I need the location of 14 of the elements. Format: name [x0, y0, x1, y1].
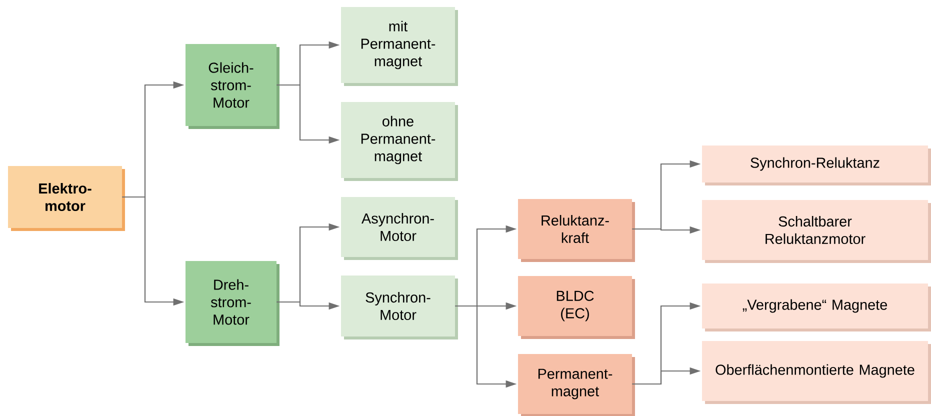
variant-box: Schaltbarer Reluktanzmotor [702, 200, 931, 263]
variant-box: Synchron-Reluktanz [702, 146, 931, 186]
variant-box: „Vergrabene“ Magnete [702, 284, 931, 332]
type-box: Asynchron- Motor [341, 197, 458, 260]
type-box: Synchron- Motor [341, 276, 458, 340]
category-box: Gleich- strom- Motor [186, 44, 280, 129]
type-box: mit Permanent- magnet [341, 7, 458, 86]
type-box: ohne Permanent- magnet [341, 102, 458, 181]
principle-box: Permanent- magnet [518, 354, 635, 416]
variant-box: Oberflächenmontierte Magnete [702, 341, 931, 404]
category-box: Dreh- strom- Motor [186, 261, 280, 346]
principle-box: BLDC (EC) [518, 276, 635, 339]
root-box: Elektro- motor [8, 166, 125, 231]
principle-box: Reluktanz- kraft [518, 199, 635, 262]
